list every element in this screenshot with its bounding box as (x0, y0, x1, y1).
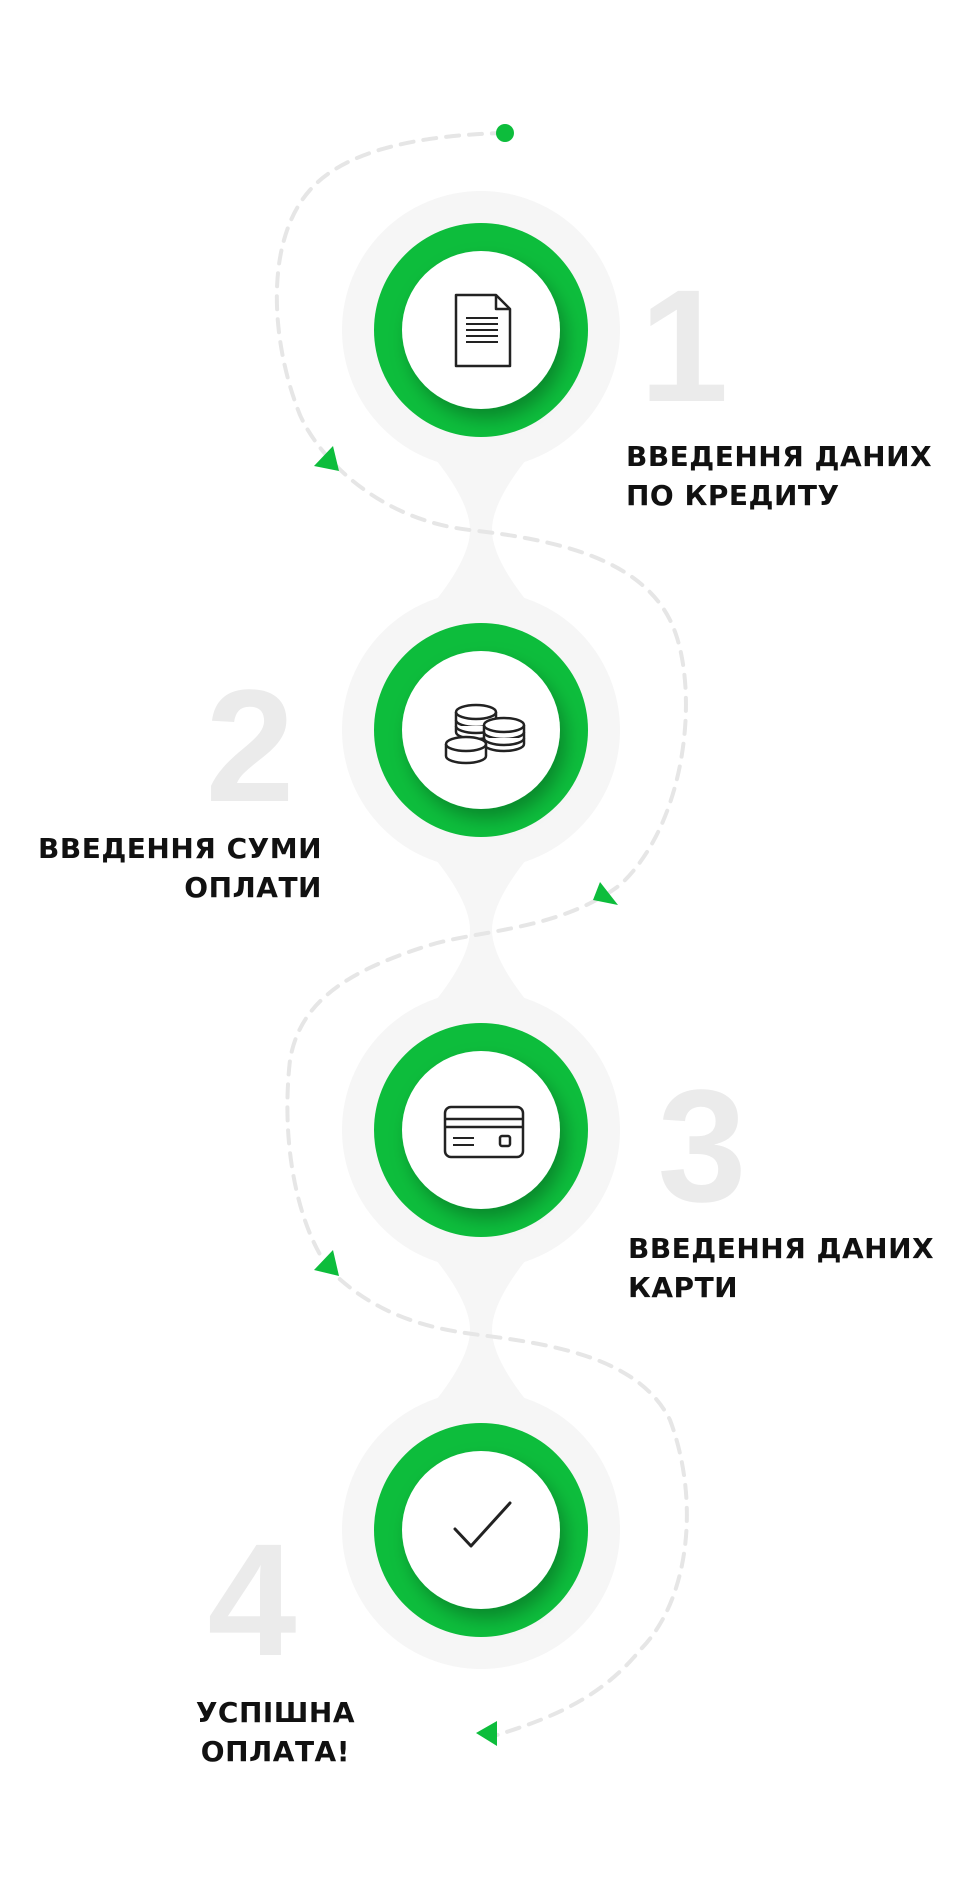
step-label-4: УСПІШНА ОПЛАТА! (196, 1693, 355, 1771)
step-3-badge (374, 1023, 588, 1237)
step-label-2-line-1: ВВЕДЕННЯ СУМИ (38, 832, 322, 865)
step-label-2: ВВЕДЕННЯ СУМИ ОПЛАТИ (38, 829, 322, 907)
step-number-4: 4 (207, 1510, 297, 1689)
arrow-head-1 (314, 446, 339, 471)
arrow-head-3 (314, 1250, 339, 1276)
dashed-connector (274, 131, 689, 1737)
step-1-badge (374, 223, 588, 437)
step-label-1-line-2: ПО КРЕДИТУ (626, 479, 840, 512)
arrow-head-4 (476, 1721, 497, 1746)
step-label-4-line-2: ОПЛАТА! (200, 1735, 350, 1768)
document-icon (454, 293, 512, 368)
step-label-2-line-2: ОПЛАТИ (184, 871, 322, 904)
step-label-3: ВВЕДЕННЯ ДАНИХ КАРТИ (628, 1229, 934, 1307)
start-dot (496, 124, 514, 142)
step-label-3-line-2: КАРТИ (628, 1271, 739, 1304)
step-label-4-line-1: УСПІШНА (195, 1696, 355, 1729)
step-number-2: 2 (205, 656, 295, 835)
step-label-1-line-1: ВВЕДЕННЯ ДАНИХ (626, 440, 933, 473)
step-label-1: ВВЕДЕННЯ ДАНИХ ПО КРЕДИТУ (626, 437, 932, 515)
step-4-badge (374, 1423, 588, 1637)
credit-card-icon (443, 1105, 525, 1159)
arrow-head-2 (593, 882, 618, 905)
checkmark-icon (453, 1501, 512, 1548)
coins-icon (444, 703, 526, 765)
step-label-3-line-1: ВВЕДЕННЯ ДАНИХ (628, 1232, 935, 1265)
step-number-3: 3 (657, 1056, 747, 1235)
step-number-1: 1 (639, 256, 729, 435)
step-2-badge (374, 623, 588, 837)
